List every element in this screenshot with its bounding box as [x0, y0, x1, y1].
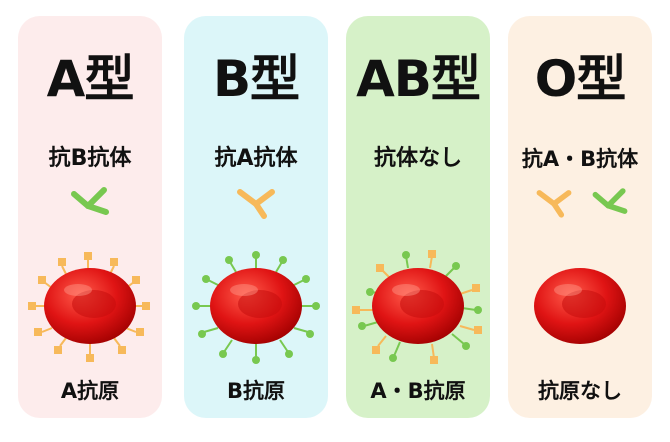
- blood-type-b-card: B型 抗A抗体 B抗原: [184, 16, 328, 418]
- blood-type-a-antibody-label: 抗B抗体: [48, 146, 132, 171]
- blood-type-a-antigen-label: A抗原: [60, 379, 120, 403]
- blood-type-b-antibody-label: 抗A抗体: [214, 146, 298, 171]
- green-y-icon: [71, 187, 109, 215]
- blood-type-b-title: B型: [212, 50, 300, 108]
- blood-type-o-title: O型: [534, 50, 627, 108]
- red-blood-cell-ab: [352, 250, 482, 364]
- orange-y-icon: [237, 189, 275, 219]
- blood-type-a-card: A型 抗B抗体 A抗原: [18, 16, 162, 418]
- red-blood-cell-a: [28, 252, 150, 362]
- antibody-icons: [508, 182, 652, 222]
- blood-type-o-antigen-label: 抗原なし: [538, 379, 622, 403]
- red-blood-cell-o: [534, 268, 626, 344]
- red-blood-cell-b: [192, 251, 320, 364]
- antibody-icons: [18, 182, 162, 222]
- blood-type-o-card: O型 抗A・B抗体 抗原なし: [508, 16, 652, 418]
- blood-type-ab-antibody-label: 抗体なし: [373, 146, 462, 171]
- blood-type-ab-title: AB型: [356, 50, 481, 108]
- green-y-icon: [592, 188, 628, 214]
- antibody-icons: [184, 182, 328, 222]
- blood-type-b-antigen-label: B抗原: [226, 379, 285, 403]
- blood-type-ab-card: AB型 抗体なし A・B抗原: [346, 16, 490, 418]
- blood-type-ab-antigen-label: A・B抗原: [370, 379, 466, 403]
- blood-type-a-title: A型: [46, 50, 135, 108]
- blood-type-o-antibody-label: 抗A・B抗体: [521, 147, 639, 171]
- orange-y-icon: [536, 190, 572, 218]
